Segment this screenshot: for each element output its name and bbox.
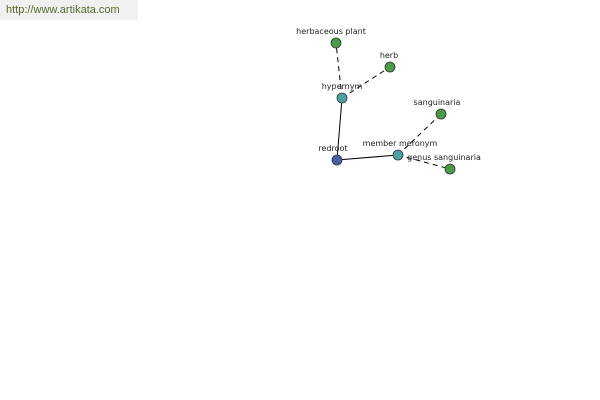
edge-redroot-to-member-meronym <box>336 154 399 161</box>
edge-redroot-to-hypernym <box>336 97 343 161</box>
node-label-redroot: redroot <box>318 144 347 153</box>
node-herbaceous-plant[interactable] <box>330 37 342 49</box>
node-label-herb: herb <box>380 51 398 60</box>
edge-hypernym-to-herb <box>341 66 391 99</box>
node-sanguinaria[interactable] <box>435 108 447 120</box>
node-herb[interactable] <box>384 61 396 73</box>
node-label-member-meronym: member meronym <box>363 139 438 148</box>
labels-layer: redroot hypernym member meronym herbaceous … <box>296 27 481 162</box>
node-label-genus-sanguinaria: genus sanguinaria <box>407 153 481 162</box>
node-redroot[interactable] <box>331 154 343 166</box>
edges-layer <box>335 42 451 170</box>
edge-hypernym-to-herbaceous-plant <box>335 42 343 99</box>
node-hypernym[interactable] <box>336 92 348 104</box>
node-genus-sanguinaria[interactable] <box>444 163 456 175</box>
node-member-meronym[interactable] <box>392 149 404 161</box>
node-label-hypernym: hypernym <box>322 82 363 91</box>
node-label-herbaceous-plant: herbaceous plant <box>296 27 366 36</box>
nodes-layer <box>330 37 456 175</box>
edge-member-meronym-to-sanguinaria <box>397 113 442 156</box>
site-url-link[interactable]: http://www.artikata.com <box>0 0 138 20</box>
node-label-sanguinaria: sanguinaria <box>414 98 461 107</box>
